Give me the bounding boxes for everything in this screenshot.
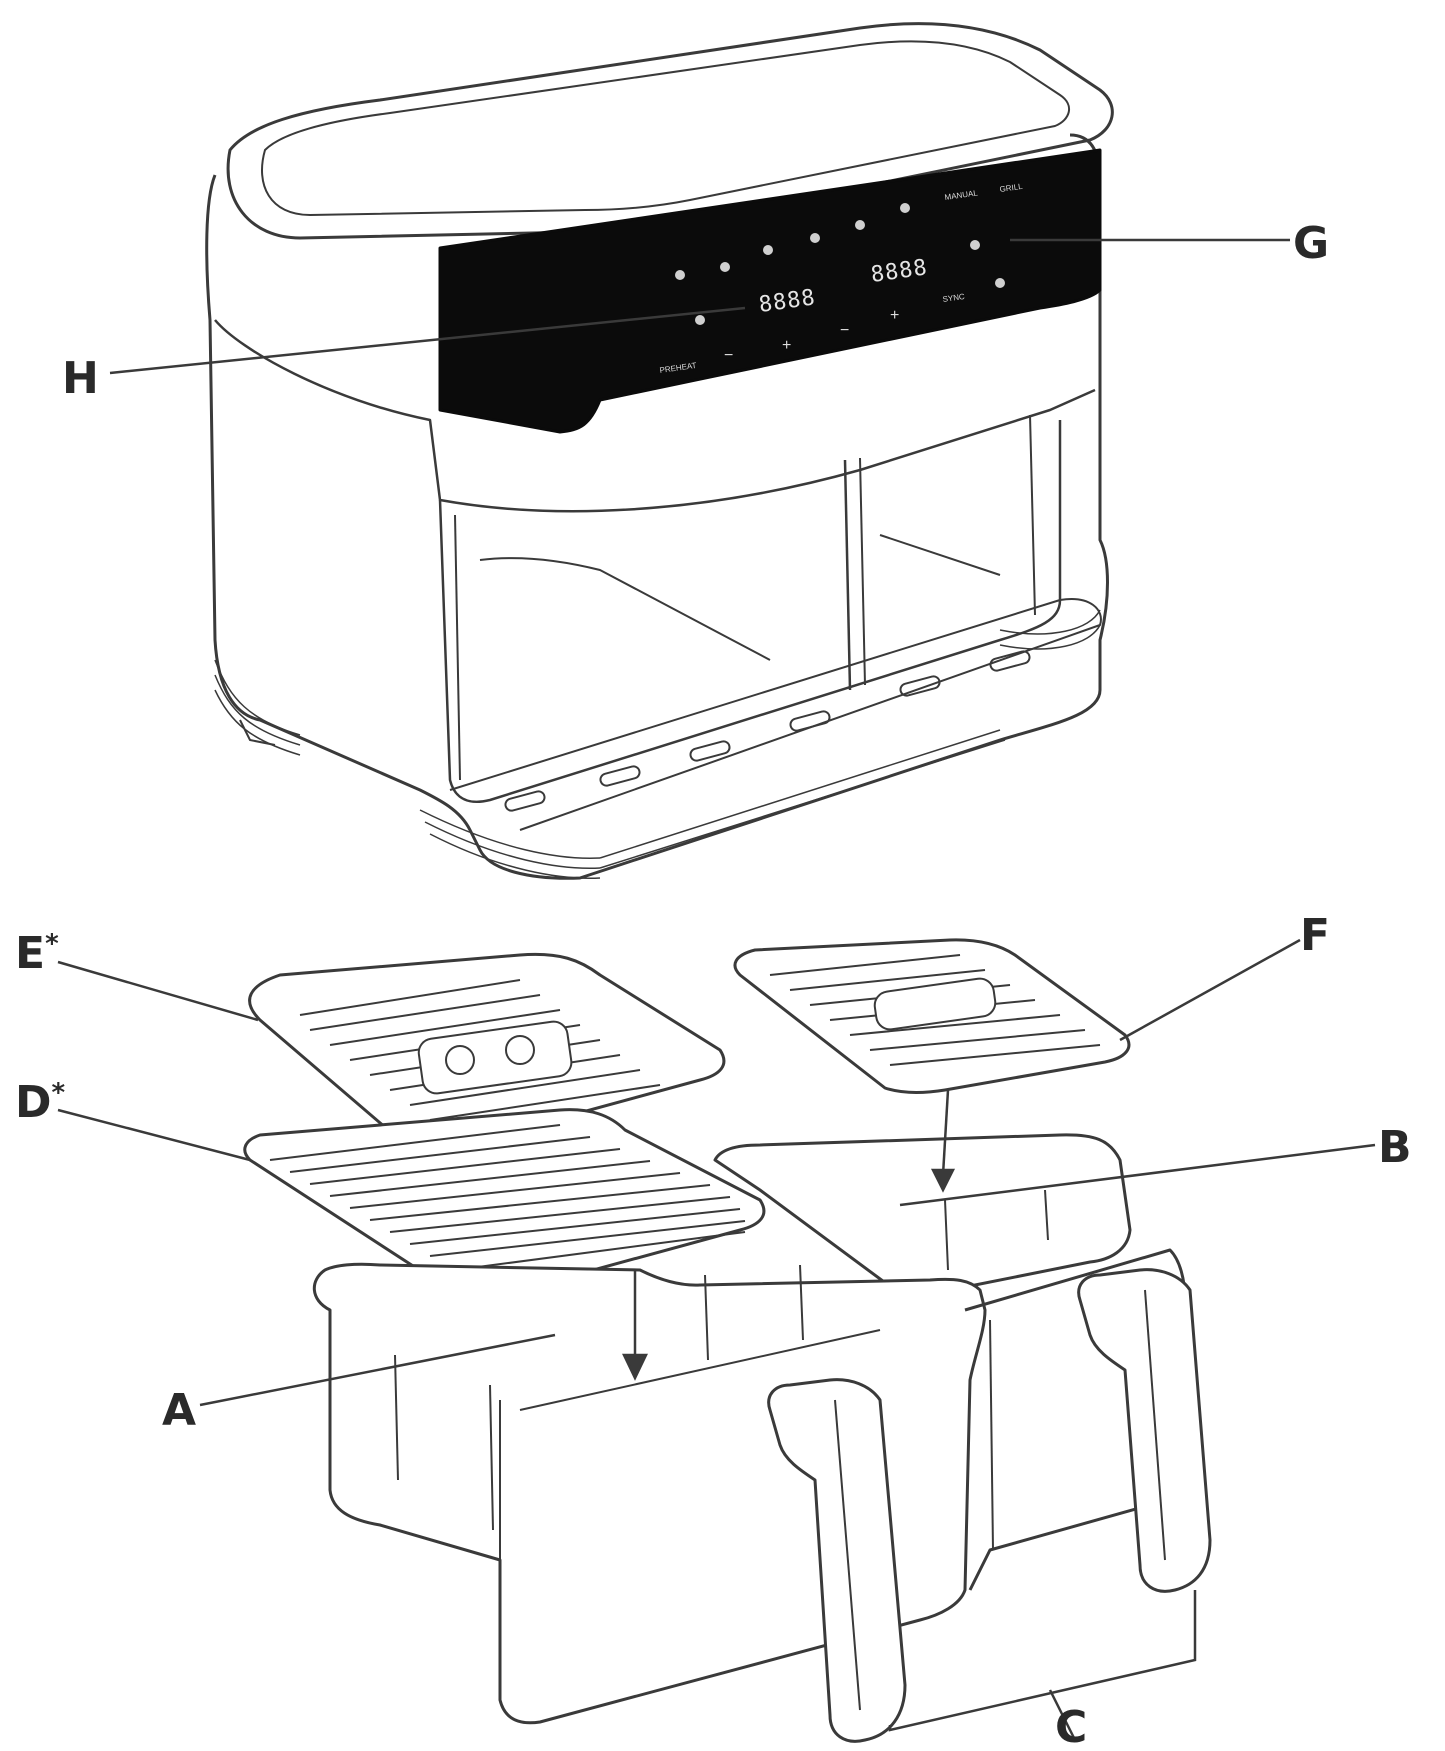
steak-icon: [675, 270, 685, 280]
rail-slots: [504, 650, 1031, 812]
lid-inner-rim: [261, 40, 1070, 216]
label-h: H: [62, 353, 99, 404]
leader-c: [888, 1590, 1197, 1732]
leader-a: [199, 1333, 556, 1407]
label-e: E*: [15, 928, 59, 979]
body-outline: [205, 133, 1109, 880]
crisper-plate-e: [248, 952, 726, 1146]
power-icon: [695, 315, 705, 325]
base-rail: [449, 598, 1102, 831]
bake-icon: [855, 220, 865, 230]
housing-band: [214, 319, 1096, 513]
callout-lines: [57, 238, 1376, 1741]
basket-a: [312, 1262, 987, 1725]
label-a: A: [162, 1385, 196, 1436]
lid-top: [226, 22, 1114, 240]
air-fryer-main-unit: [205, 22, 1114, 880]
grill-grate-d: [243, 1108, 766, 1296]
front-foot: [239, 719, 276, 746]
right-minus-button: −: [840, 322, 849, 339]
leader-d: [57, 1108, 251, 1162]
arrow-f-to-b-head: [930, 1168, 956, 1193]
panel-function-icons: [675, 203, 1005, 325]
basket-b: [713, 1133, 1132, 1296]
leader-e: [57, 960, 259, 1022]
settings-icon: [970, 240, 980, 250]
fish-icon: [810, 233, 820, 243]
basket-window: [438, 420, 1062, 804]
light-icon: [995, 278, 1005, 288]
label-f: F: [1300, 910, 1330, 961]
label-b: B: [1378, 1122, 1412, 1173]
left-plus-button: +: [782, 337, 791, 354]
arrow-d-to-a-head: [622, 1353, 648, 1381]
callout-labels: G H E* D* F B A C: [15, 218, 1412, 1751]
label-d: D*: [15, 1077, 66, 1128]
label-c: C: [1055, 1702, 1087, 1751]
control-panel: [438, 148, 1102, 434]
assembly-arrows: [622, 1089, 956, 1381]
leader-f: [1119, 938, 1301, 1042]
crisper-plate-f: [733, 938, 1131, 1094]
base-ridges: [214, 609, 1101, 879]
window-divider: [843, 459, 852, 691]
arrow-f-to-b: [941, 1089, 950, 1176]
handles-c: [767, 1268, 1212, 1743]
grill-label: GRILL: [999, 182, 1024, 194]
fries-icon: [763, 245, 773, 255]
leader-h: [109, 306, 746, 375]
leader-b: [899, 1143, 1376, 1207]
left-minus-button: −: [724, 347, 733, 364]
right-plus-button: +: [890, 307, 899, 324]
chicken-icon: [720, 262, 730, 272]
dehydrate-icon: [900, 203, 910, 213]
sync-label: SYNC: [942, 292, 965, 304]
label-g: G: [1293, 218, 1329, 269]
